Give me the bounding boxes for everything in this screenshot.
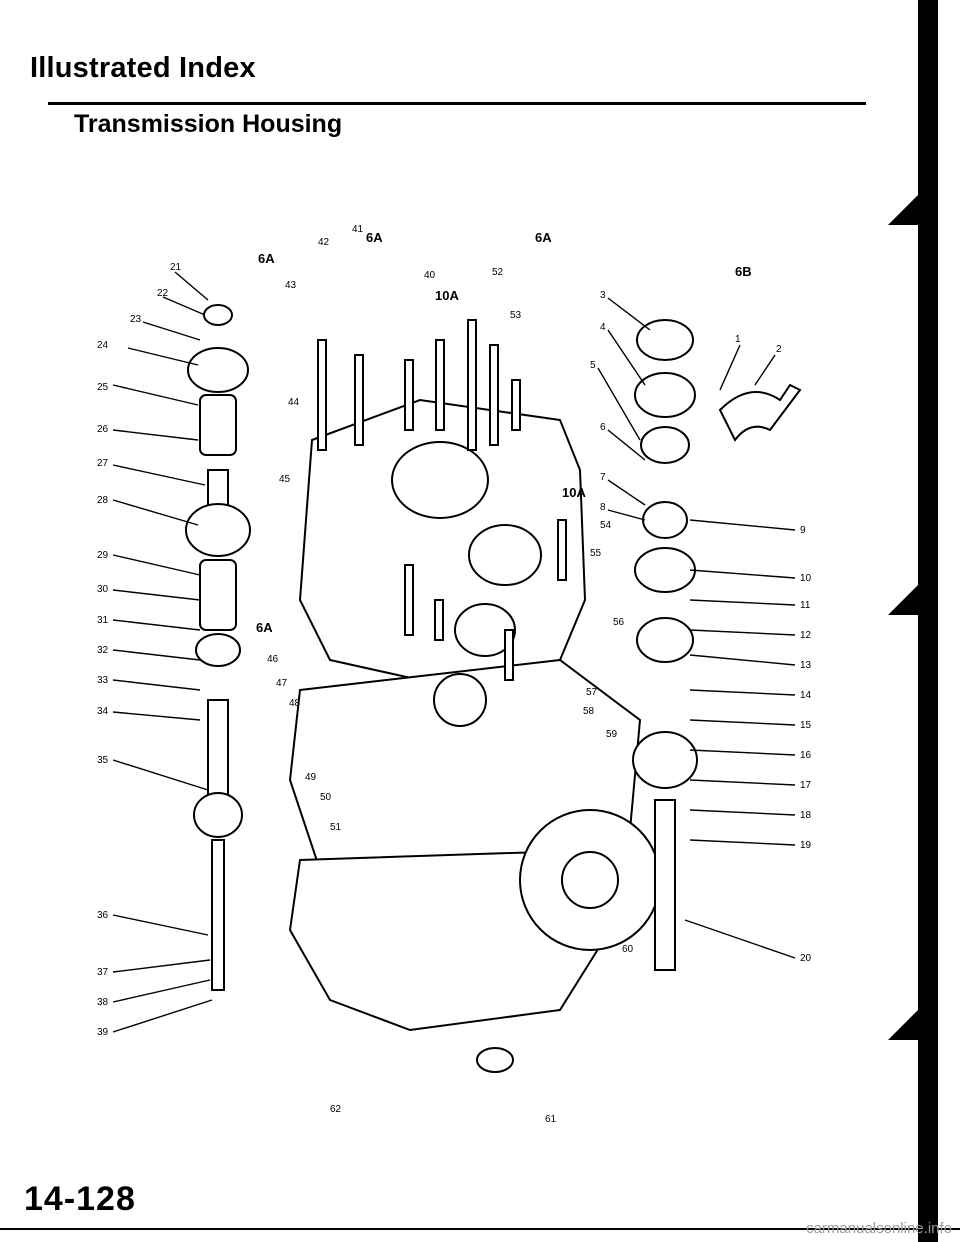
callout-2: 2 [776,344,782,355]
callout-41: 41 [352,224,364,235]
callout-25: 25 [97,382,109,393]
callouts-center: 40 41 42 43 44 45 46 47 48 49 50 51 52 5… [267,224,634,1125]
page-title: Illustrated Index [30,52,256,84]
callout-1: 1 [735,334,741,345]
callout-21: 21 [170,262,182,273]
callout-17: 17 [800,780,812,791]
callout-22: 22 [157,288,169,299]
callout-54: 54 [600,520,612,531]
callout-42: 42 [318,237,330,248]
callout-50: 50 [320,792,332,803]
callout-59: 59 [606,729,618,740]
callout-7: 7 [600,472,606,483]
callout-45: 45 [279,474,291,485]
callout-26: 26 [97,424,109,435]
section-title: Transmission Housing [74,110,343,138]
leader-lines-right [597,297,796,959]
housing-illustration [288,398,661,1073]
callout-5: 5 [590,360,596,371]
left-shaft-stack [185,304,251,991]
callout-13: 13 [800,660,812,671]
callout-20: 20 [800,953,812,964]
ref-code-10a-1: 10A [435,288,459,303]
callout-57: 57 [586,687,598,698]
callout-48: 48 [289,698,301,709]
callout-15: 15 [800,720,812,731]
shift-fork [718,383,802,442]
callout-16: 16 [800,750,812,761]
callout-11: 11 [800,600,811,611]
callout-4: 4 [600,322,606,333]
watermark: carmanualsonline.info [806,1220,952,1237]
callout-19: 19 [800,840,812,851]
callout-40: 40 [424,270,436,281]
callout-28: 28 [97,495,109,506]
callout-6: 6 [600,422,606,433]
callout-27: 27 [97,458,109,469]
ref-codes: 6A 6A 6A 10A 6B 10A 6A [256,230,752,635]
callout-3: 3 [600,290,606,301]
callout-12: 12 [800,630,812,641]
callout-43: 43 [285,280,297,291]
callouts-right: 1 2 3 4 5 6 7 8 9 10 11 12 13 14 15 16 1… [590,290,812,964]
callout-33: 33 [97,675,109,686]
callout-10: 10 [800,573,812,584]
callouts-left: 21 22 23 24 25 26 27 28 29 30 31 32 33 3… [97,262,182,1038]
callout-34: 34 [97,706,109,717]
callout-55: 55 [590,548,602,559]
callout-39: 39 [97,1027,109,1038]
leader-lines [112,271,213,1033]
ref-code-6b: 6B [735,264,752,279]
ref-code-6a-2: 6A [366,230,383,245]
ref-code-6a-3: 6A [535,230,552,245]
bolt-group [317,319,567,681]
ref-code-6a-4: 6A [256,620,273,635]
callout-18: 18 [800,810,812,821]
callout-56: 56 [613,617,625,628]
callout-24: 24 [97,340,109,351]
callout-37: 37 [97,967,109,978]
title-rule [48,102,866,105]
callout-51: 51 [330,822,342,833]
ref-code-6a-1: 6A [258,251,275,266]
callout-32: 32 [97,645,109,656]
callout-35: 35 [97,755,109,766]
callout-62: 62 [330,1104,342,1115]
callout-9: 9 [800,525,806,536]
callout-60: 60 [622,944,634,955]
ref-code-10a-2: 10A [562,485,586,500]
callout-44: 44 [288,397,300,408]
callout-46: 46 [267,654,279,665]
callout-49: 49 [305,772,317,783]
callout-52: 52 [492,267,504,278]
callout-47: 47 [276,678,288,689]
callout-58: 58 [583,706,595,717]
callout-8: 8 [600,502,606,513]
callout-29: 29 [97,550,109,561]
callout-14: 14 [800,690,812,701]
edge-thumb-bar [888,0,938,1242]
callout-38: 38 [97,997,109,1008]
right-shaft-stack [632,319,698,971]
callout-61: 61 [545,1114,557,1125]
callout-30: 30 [97,584,109,595]
callout-36: 36 [97,910,109,921]
callout-53: 53 [510,310,522,321]
callout-23: 23 [130,314,142,325]
callout-31: 31 [97,615,109,626]
footer-line [0,1228,960,1230]
page-number: 14-128 [24,1180,136,1218]
